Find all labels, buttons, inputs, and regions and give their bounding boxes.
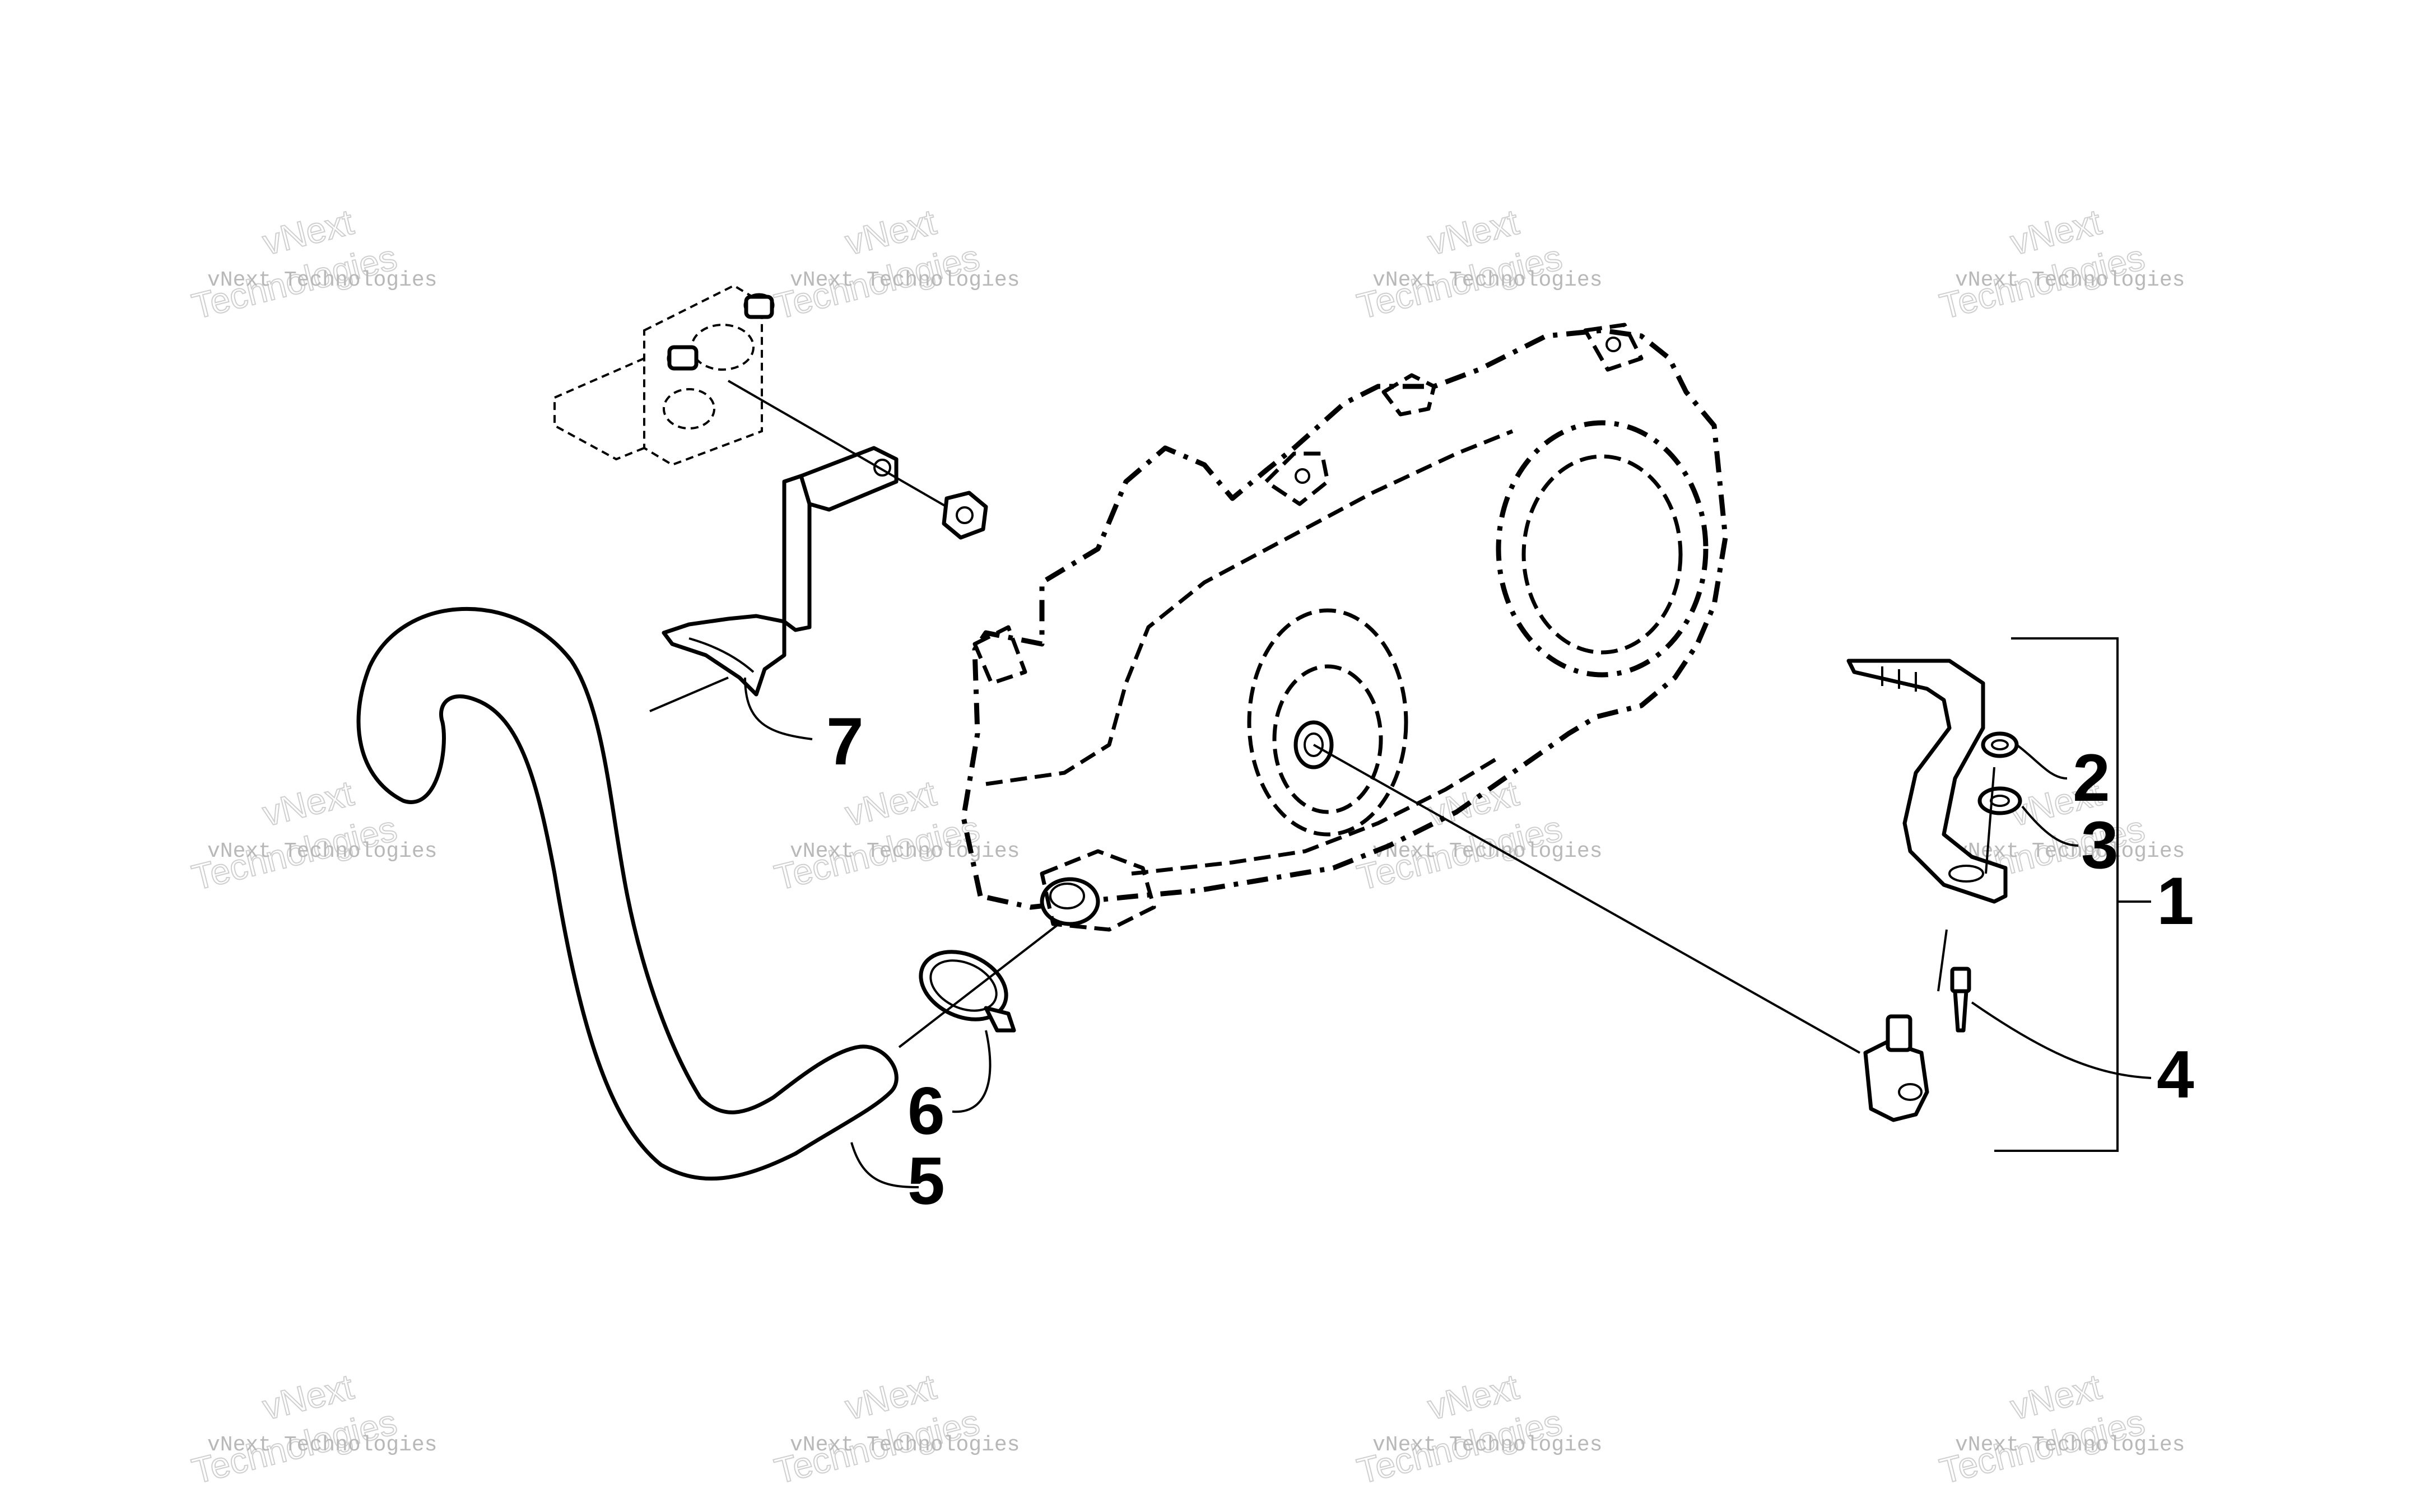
watermark-small-line: vNext Technologies — [790, 1433, 1020, 1457]
engine-cover-phantom — [961, 323, 1728, 932]
callout-5: 5 — [908, 1144, 945, 1219]
part-1-sensor-assembly — [1313, 637, 2119, 1152]
watermark-small-line: vNext Technologies — [207, 268, 437, 292]
watermark-small-line: vNext Technologies — [1955, 839, 2185, 864]
watermark-small-line: vNext Technologies — [790, 839, 1020, 864]
frame-mount-phantom — [553, 284, 775, 466]
watermark-small-line: vNext Technologies — [1372, 268, 1602, 292]
leader-5 — [850, 1142, 919, 1188]
watermark-small-line: vNext Technologies — [1955, 268, 2185, 292]
watermark-small-line: vNext Technologies — [1372, 1433, 1602, 1457]
watermark-small-line: vNext Technologies — [790, 268, 1020, 292]
leader-lines — [744, 677, 2152, 1188]
callout-6: 6 — [908, 1074, 945, 1149]
leader-3 — [2021, 805, 2079, 847]
watermark-small-line: vNext Technologies — [207, 839, 437, 864]
leader-2 — [2016, 744, 2068, 780]
watermark-small-line: vNext Technologies — [1955, 1433, 2185, 1457]
leader-6 — [952, 1030, 992, 1113]
callout-2: 2 — [2073, 740, 2110, 815]
callout-3: 3 — [2081, 808, 2119, 883]
watermark-small-line: vNext Technologies — [207, 1433, 437, 1457]
leader-7 — [744, 677, 813, 740]
callout-4: 4 — [2157, 1037, 2194, 1112]
part-5-coolant-hose — [356, 606, 899, 1181]
callout-1: 1 — [2157, 864, 2194, 939]
leader-4 — [1971, 1001, 2152, 1079]
callout-7: 7 — [826, 704, 864, 779]
part-7-hose-bracket — [662, 380, 988, 697]
part-6-hose-clamp — [898, 923, 1060, 1048]
